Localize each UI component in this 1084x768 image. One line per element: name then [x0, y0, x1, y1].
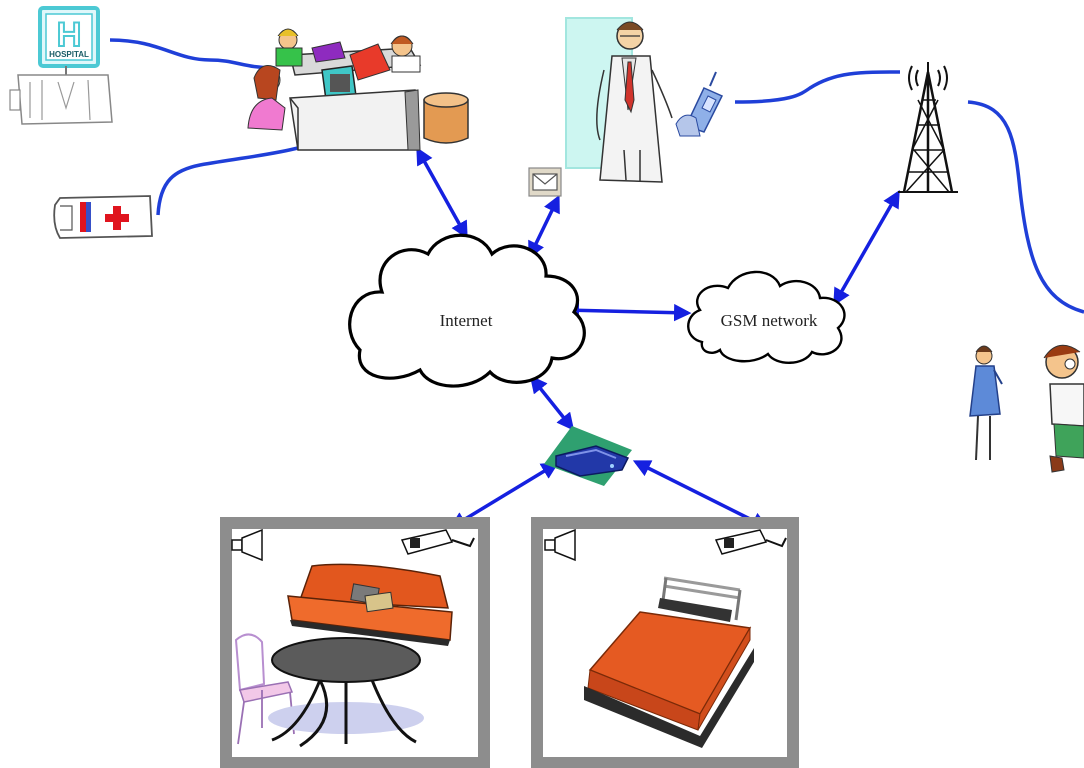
speaker-icon: [544, 528, 576, 562]
doctor-icon: [565, 17, 673, 183]
red-cross-icon: [105, 206, 129, 230]
tower-to-family-link: [967, 100, 1084, 314]
network-arrows: [416, 146, 900, 529]
speaker-icon: [231, 528, 263, 562]
gsm-tower-arrow: [833, 189, 900, 307]
callcenter-internet-arrow: [416, 146, 468, 240]
sofa-icon: [287, 563, 453, 646]
table-icon: [268, 637, 424, 748]
router-room1-arrow: [449, 462, 559, 529]
internet-router-arrow: [529, 375, 575, 431]
security-camera-icon: [400, 529, 475, 555]
ambulance-icon: [53, 195, 153, 239]
gsm-network-cloud: GSM network: [687, 270, 846, 364]
family-icon: [969, 344, 1084, 473]
bedroom-panel: [531, 517, 799, 768]
internet-gsm-arrow: [561, 301, 692, 322]
connection-lines: [109, 38, 1084, 314]
cell-tower-icon: [898, 62, 958, 193]
hospital-sign-letter: H: [57, 16, 82, 54]
gsm-network-label: GSM network: [721, 311, 818, 330]
hospital-sign-word: HOSPITAL: [49, 50, 89, 59]
living-room-panel: [220, 517, 490, 768]
email-internet-arrow: [528, 194, 560, 260]
bed-icon: [584, 576, 754, 748]
call-center-icon: [247, 28, 469, 151]
router-icon: [544, 426, 632, 486]
hospital-icon: H HOSPITAL: [9, 6, 113, 125]
router-room2-arrow: [632, 460, 770, 529]
security-camera-icon: [714, 529, 787, 555]
phone-to-tower-link: [734, 70, 901, 104]
hospital-to-callcenter-link: [109, 38, 276, 70]
mobile-phone-icon: [675, 71, 724, 137]
email-icon: [528, 167, 562, 197]
internet-label: Internet: [440, 311, 493, 330]
internet-cloud: Internet: [348, 233, 586, 388]
ambulance-to-callcenter-link: [156, 146, 299, 216]
